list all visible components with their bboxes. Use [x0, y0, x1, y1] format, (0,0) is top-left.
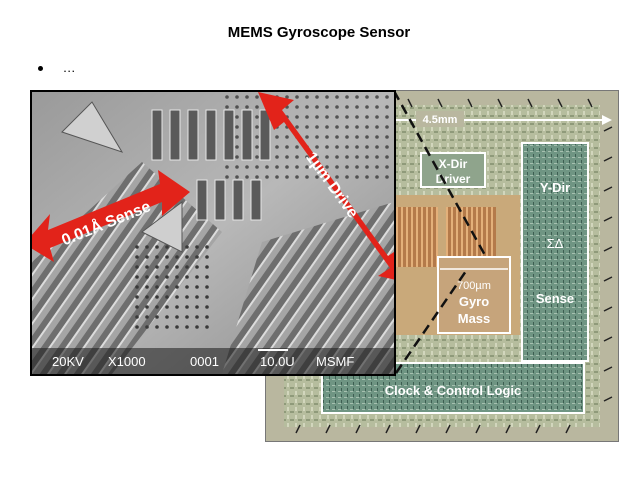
- dimension-arrowhead-icon: [602, 115, 612, 125]
- sem-magnification: X1000: [108, 354, 146, 369]
- bullet-item: …: [38, 60, 76, 75]
- logic-box: [321, 362, 585, 414]
- comb-fingers-left: [388, 207, 438, 267]
- ydir-sense-label: Sense: [536, 291, 574, 306]
- sem-footer-bg: [32, 348, 394, 374]
- slide-title: MEMS Gyroscope Sensor: [227, 24, 411, 41]
- dimension-label-bg: [416, 111, 464, 127]
- logic-label: Clock & Control Logic: [385, 383, 522, 398]
- drive-arrow-icon: [258, 92, 414, 284]
- sem-anchor-triangle: [61, 101, 124, 153]
- mass-label: Mass: [458, 311, 491, 326]
- sem-etch-holes: [132, 242, 212, 332]
- xdir-label-2: Driver: [436, 172, 471, 186]
- dimension-label: 4.5mm: [423, 114, 458, 126]
- zoom-line-bottom: [394, 270, 468, 374]
- sem-lower-beams: [222, 202, 394, 374]
- gyro-label: Gyro: [459, 294, 489, 309]
- bullet-text: …: [62, 60, 76, 75]
- ydir-label: Y-Dir: [540, 180, 570, 195]
- xdir-driver-box: [420, 152, 486, 188]
- sem-anchor-triangle-2: [141, 201, 183, 253]
- bullet-dot-icon: [38, 66, 43, 72]
- mass-size-label: 700µm: [457, 280, 491, 292]
- sem-micrograph: 0.01Å Sense 1µm Drive 20KV X1000 0001 10…: [24, 90, 414, 376]
- sem-graphic: 0.01Å Sense 1µm Drive 20KV X1000 0001 10…: [24, 92, 414, 374]
- sigma-delta-label: ΣΔ: [547, 236, 564, 251]
- sem-comb-fingers: [151, 109, 271, 221]
- sem-lab: MSMF: [316, 354, 354, 369]
- ydir-sense-box: [521, 142, 589, 362]
- sense-arrow-icon: [24, 170, 190, 262]
- sem-voltage: 20KV: [52, 354, 84, 369]
- sem-frame: 0001: [190, 354, 219, 369]
- sem-scale: 10.0U: [260, 354, 295, 369]
- xdir-label-1: X-Dir: [439, 157, 468, 171]
